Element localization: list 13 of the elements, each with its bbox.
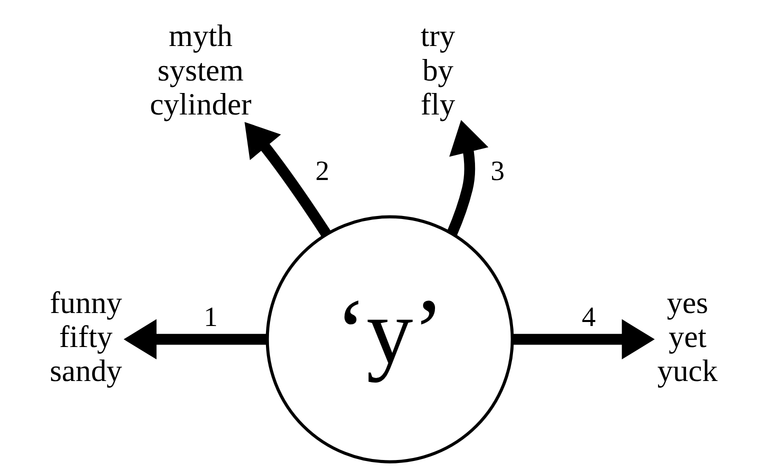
node-circle: ‘y’ <box>265 214 514 463</box>
node-text: try by fly <box>420 18 455 121</box>
edge-label: 4 <box>581 301 596 332</box>
node-text: funny fifty sandy <box>49 284 122 388</box>
edge-label: 3 <box>490 156 504 187</box>
arrow <box>244 121 331 237</box>
edge-label: 1 <box>203 301 218 332</box>
arrow <box>512 318 654 359</box>
arrow <box>123 318 267 359</box>
node-text: myth system cylinder <box>149 18 251 121</box>
edge-label: 2 <box>314 156 329 187</box>
arrow <box>446 120 488 235</box>
node-text: yes yet yuck <box>656 284 718 388</box>
